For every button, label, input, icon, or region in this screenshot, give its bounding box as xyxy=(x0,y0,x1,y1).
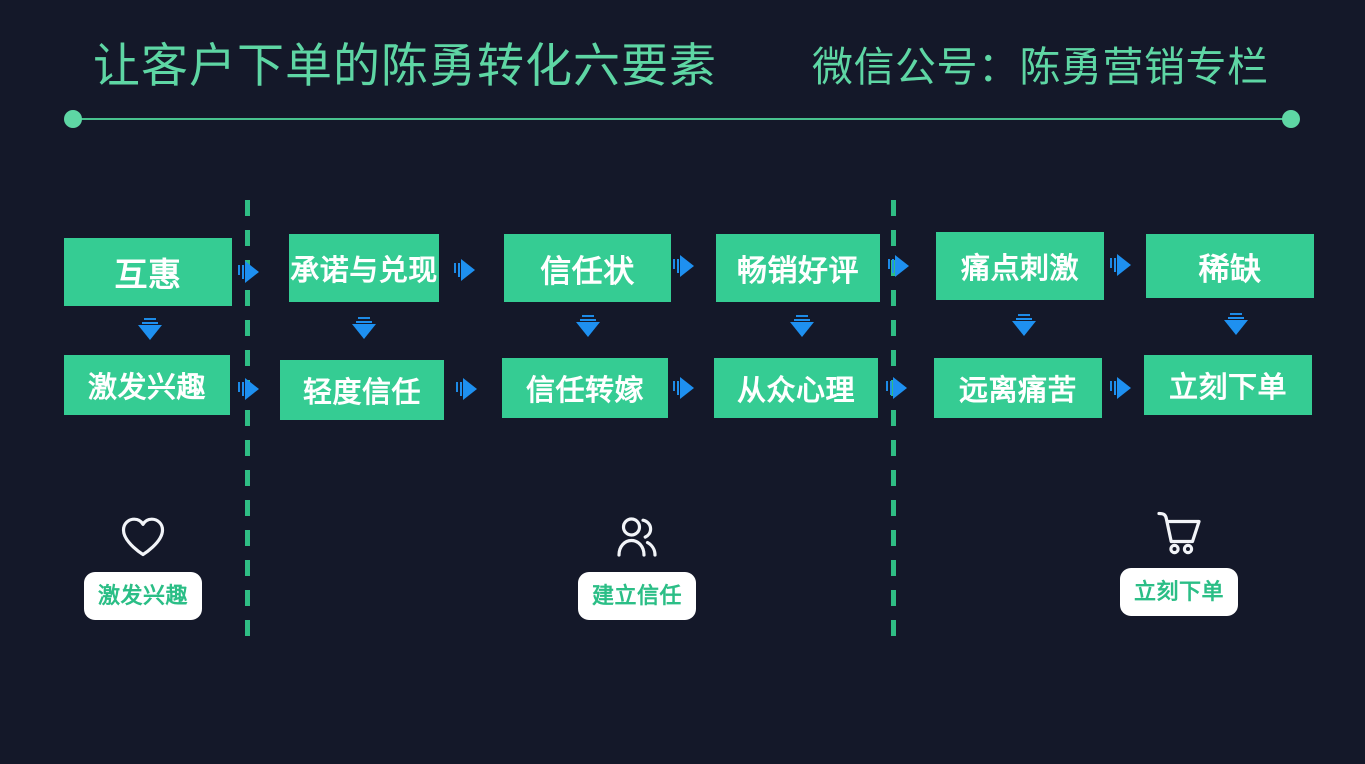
title-row: 让客户下单的陈勇转化六要素 微信公号：陈勇营销专栏 xyxy=(0,34,1365,100)
arrow-head xyxy=(245,378,259,400)
flow-box-bottom-6[interactable]: 立刻下单 xyxy=(1144,355,1312,415)
arrow-right-top-5 xyxy=(1110,254,1131,276)
flow-box-top-5[interactable]: 痛点刺激 xyxy=(936,232,1104,300)
flow-box-bottom-5[interactable]: 远离痛苦 xyxy=(934,358,1102,418)
stage-place-order[interactable]: 立刻下单 xyxy=(1098,508,1260,616)
arrow-bars xyxy=(1016,314,1032,320)
arrow-down-1 xyxy=(137,318,163,340)
arrow-right-top-3 xyxy=(673,255,694,277)
arrow-head xyxy=(463,378,477,400)
arrow-down-2 xyxy=(351,317,377,339)
arrow-right-bottom-5 xyxy=(1110,377,1131,399)
flow-box-top-3[interactable]: 信任状 xyxy=(504,234,671,302)
flow-box-bottom-1[interactable]: 激发兴趣 xyxy=(64,355,230,415)
section-divider-1 xyxy=(245,200,250,640)
arrow-head xyxy=(1117,377,1131,399)
arrow-head xyxy=(138,325,162,340)
arrow-head xyxy=(1224,320,1248,335)
arrow-bars xyxy=(1110,258,1116,272)
arrow-bars xyxy=(886,381,892,395)
page-subtitle: 微信公号：陈勇营销专栏 xyxy=(812,44,1269,90)
arrow-bars xyxy=(238,265,244,279)
arrow-down-6 xyxy=(1223,313,1249,335)
arrow-right-bottom-4 xyxy=(886,377,907,399)
arrow-head xyxy=(1117,254,1131,276)
arrow-bars xyxy=(794,315,810,321)
flow-box-top-4[interactable]: 畅销好评 xyxy=(716,234,880,302)
arrow-bars xyxy=(238,382,244,396)
arrow-bars xyxy=(888,259,894,273)
arrow-right-bottom-2 xyxy=(456,378,477,400)
arrow-head xyxy=(576,322,600,337)
arrow-bars xyxy=(1110,381,1116,395)
arrow-head xyxy=(790,322,814,337)
arrow-bars xyxy=(356,317,372,323)
header-rule xyxy=(73,118,1291,120)
arrow-right-top-4 xyxy=(888,255,909,277)
arrow-right-bottom-3 xyxy=(673,377,694,399)
flow-box-top-1[interactable]: 互惠 xyxy=(64,238,232,306)
page-title: 让客户下单的陈勇转化六要素 xyxy=(93,39,717,92)
arrow-bars xyxy=(454,263,460,277)
arrow-bars xyxy=(580,315,596,321)
flow-box-top-2[interactable]: 承诺与兑现 xyxy=(289,234,439,302)
stage-label-place-order: 立刻下单 xyxy=(1119,568,1238,616)
arrow-down-5 xyxy=(1011,314,1037,336)
arrow-bars xyxy=(142,318,158,324)
shopping-cart-icon xyxy=(1154,508,1204,558)
flow-box-bottom-4[interactable]: 从众心理 xyxy=(714,358,878,418)
arrow-bars xyxy=(673,259,679,273)
arrow-bars xyxy=(1228,313,1244,319)
arrow-head xyxy=(680,377,694,399)
arrow-down-4 xyxy=(789,315,815,337)
flow-box-top-6[interactable]: 稀缺 xyxy=(1146,234,1314,298)
header-rule-dot-right xyxy=(1282,110,1300,128)
heart-icon xyxy=(120,512,166,562)
arrow-head xyxy=(352,324,376,339)
header: 让客户下单的陈勇转化六要素 微信公号：陈勇营销专栏 xyxy=(0,0,1365,145)
arrow-head xyxy=(893,377,907,399)
arrow-bars xyxy=(673,381,679,395)
arrow-bars xyxy=(456,382,462,396)
stage-label-build-trust: 建立信任 xyxy=(577,572,696,620)
stage-label-awaken-interest: 激发兴趣 xyxy=(83,572,202,620)
arrow-right-top-1 xyxy=(238,261,259,283)
arrow-head xyxy=(1012,321,1036,336)
arrow-right-top-2 xyxy=(454,259,475,281)
section-divider-2 xyxy=(891,200,896,640)
flow-box-bottom-3[interactable]: 信任转嫁 xyxy=(502,358,668,418)
arrow-right-bottom-1 xyxy=(238,378,259,400)
arrow-head xyxy=(895,255,909,277)
arrow-down-3 xyxy=(575,315,601,337)
stage-build-trust[interactable]: 建立信任 xyxy=(556,512,718,620)
users-icon xyxy=(614,512,660,562)
stage-awaken-interest[interactable]: 激发兴趣 xyxy=(62,512,224,620)
arrow-head xyxy=(461,259,475,281)
header-rule-dot-left xyxy=(64,110,82,128)
arrow-head xyxy=(245,261,259,283)
flow-box-bottom-2[interactable]: 轻度信任 xyxy=(280,360,444,420)
arrow-head xyxy=(680,255,694,277)
